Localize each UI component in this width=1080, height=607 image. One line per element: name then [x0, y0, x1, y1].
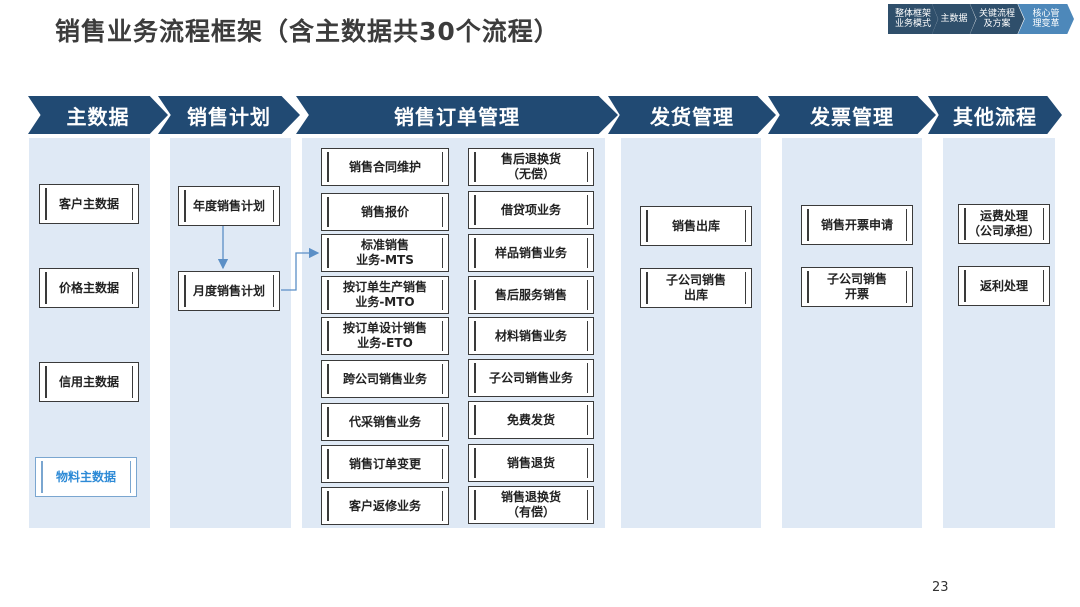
- nav-step-overview[interactable]: 整体框架 业务模式: [888, 4, 938, 34]
- header-master-data: 主数据: [28, 96, 168, 134]
- process-price-master[interactable]: 价格主数据: [39, 268, 139, 308]
- process-monthly-sales-plan[interactable]: 月度销售计划: [178, 271, 280, 311]
- process-rebate-handling[interactable]: 返利处理: [958, 266, 1050, 306]
- column-bg-invoice: [782, 138, 922, 528]
- process-subsidiary-sales[interactable]: 子公司销售业务: [468, 359, 594, 397]
- process-annual-sales-plan[interactable]: 年度销售计划: [178, 186, 280, 226]
- process-order-change[interactable]: 销售订单变更: [321, 445, 449, 483]
- process-make-to-order-mto[interactable]: 按订单生产销售 业务-MTO: [321, 276, 449, 314]
- process-credit-master[interactable]: 信用主数据: [39, 362, 139, 402]
- header-invoice: 发票管理: [768, 96, 936, 134]
- process-standard-sales-mts[interactable]: 标准销售 业务-MTS: [321, 234, 449, 272]
- process-contract-maintenance[interactable]: 销售合同维护: [321, 148, 449, 186]
- nav-step-core-change[interactable]: 核心管 理变革: [1018, 4, 1074, 34]
- process-invoice-request[interactable]: 销售开票申请: [801, 205, 913, 245]
- process-sales-quotation[interactable]: 销售报价: [321, 193, 449, 231]
- process-customer-master[interactable]: 客户主数据: [39, 184, 139, 224]
- column-bg-delivery: [621, 138, 761, 528]
- process-material-sales[interactable]: 材料销售业务: [468, 317, 594, 355]
- arrow-monthly-to-mts: [281, 247, 320, 291]
- section-breadcrumb: 整体框架 业务模式 主数据 关键流程 及方案 核心管 理变革: [888, 4, 1076, 34]
- process-sample-sales[interactable]: 样品销售业务: [468, 234, 594, 272]
- process-aftersales-exchange-free[interactable]: 售后退换货 （无偿）: [468, 148, 594, 186]
- process-return-exchange-paid[interactable]: 销售退换货 （有偿）: [468, 486, 594, 524]
- process-credit-debit[interactable]: 借贷项业务: [468, 191, 594, 229]
- header-other: 其他流程: [928, 96, 1062, 134]
- process-aftersales-service[interactable]: 售后服务销售: [468, 276, 594, 314]
- nav-step-master-data[interactable]: 主数据: [932, 4, 976, 34]
- process-freight-handling[interactable]: 运费处理 （公司承担）: [958, 204, 1050, 244]
- column-bg-other: [943, 138, 1055, 528]
- process-sales-return[interactable]: 销售退货: [468, 444, 594, 482]
- process-sales-outbound[interactable]: 销售出库: [640, 206, 752, 246]
- process-customer-repair[interactable]: 客户返修业务: [321, 487, 449, 525]
- process-intercompany-sales[interactable]: 跨公司销售业务: [321, 360, 449, 398]
- process-engineer-to-order-eto[interactable]: 按订单设计销售 业务-ETO: [321, 317, 449, 355]
- process-material-master[interactable]: 物料主数据: [35, 457, 137, 497]
- header-delivery: 发货管理: [608, 96, 776, 134]
- nav-step-key-process[interactable]: 关键流程 及方案: [970, 4, 1024, 34]
- page-number: 23: [932, 580, 949, 595]
- process-free-shipment[interactable]: 免费发货: [468, 401, 594, 439]
- process-subsidiary-invoice[interactable]: 子公司销售 开票: [801, 267, 913, 307]
- header-sales-plan: 销售计划: [158, 96, 300, 134]
- process-subsidiary-outbound[interactable]: 子公司销售 出库: [640, 268, 752, 308]
- page-title: 销售业务流程框架（含主数据共30个流程）: [55, 17, 560, 46]
- header-sales-order: 销售订单管理: [296, 96, 618, 134]
- process-proxy-purchase-sales[interactable]: 代采销售业务: [321, 403, 449, 441]
